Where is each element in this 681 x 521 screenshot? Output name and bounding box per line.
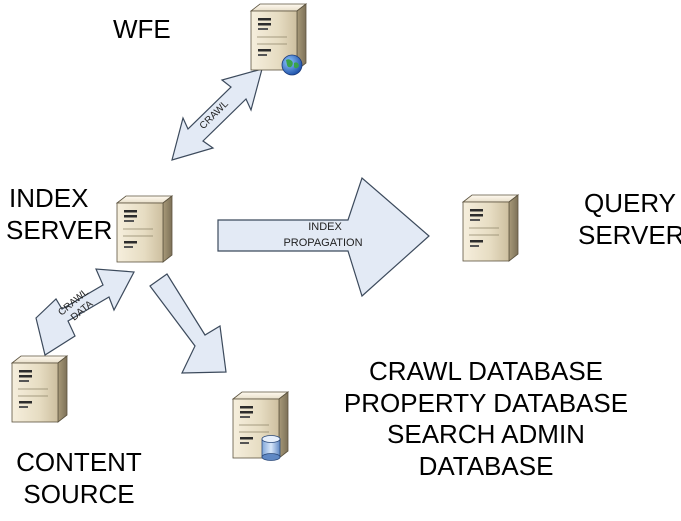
content-source-label: CONTENT SOURCE [10, 447, 148, 510]
database-line-property: PROPERTY DATABASE [343, 387, 629, 418]
index-server-label-line1: INDEX [9, 183, 89, 213]
index-propagation-arrow-shape [217, 176, 430, 298]
crawl-data-arrow-shape [35, 268, 135, 356]
index-server-icon [116, 195, 173, 263]
crawl-arrow: CRAWL [171, 68, 263, 161]
database-list: CRAWL DATABASE PROPERTY DATABASE SEARCH … [340, 356, 632, 483]
database-cylinder-icon [261, 435, 281, 461]
to-database-arrow [149, 273, 227, 374]
content-source-label-line1: CONTENT [16, 447, 142, 477]
query-server-label: QUERY SERVER [578, 188, 681, 251]
content-source-label-line2: SOURCE [23, 478, 135, 509]
database-line-crawl: CRAWL DATABASE [368, 356, 604, 386]
query-server-label-line2: SERVER [578, 219, 681, 250]
database-line-database: DATABASE [418, 451, 554, 482]
index-propagation-label-line1: INDEX [308, 221, 342, 233]
query-server-icon [462, 194, 519, 262]
index-server-label-line2: SERVER [6, 214, 113, 245]
database-server-icon [232, 391, 289, 461]
query-server-label-line1: QUERY [584, 188, 676, 218]
wfe-server-icon [250, 3, 307, 76]
crawl-data-arrow: CRAWL DATA [35, 268, 135, 356]
index-propagation-arrow: INDEX PROPAGATION [217, 176, 430, 298]
index-propagation-label-line2: PROPAGATION [283, 237, 362, 249]
index-server-label: INDEX SERVER [6, 183, 112, 246]
wfe-label: WFE [113, 14, 171, 44]
to-database-arrow-shape [149, 273, 227, 374]
database-line-search-admin: SEARCH ADMIN [387, 419, 585, 450]
globe-icon [281, 54, 303, 76]
content-source-server-icon [11, 355, 68, 423]
